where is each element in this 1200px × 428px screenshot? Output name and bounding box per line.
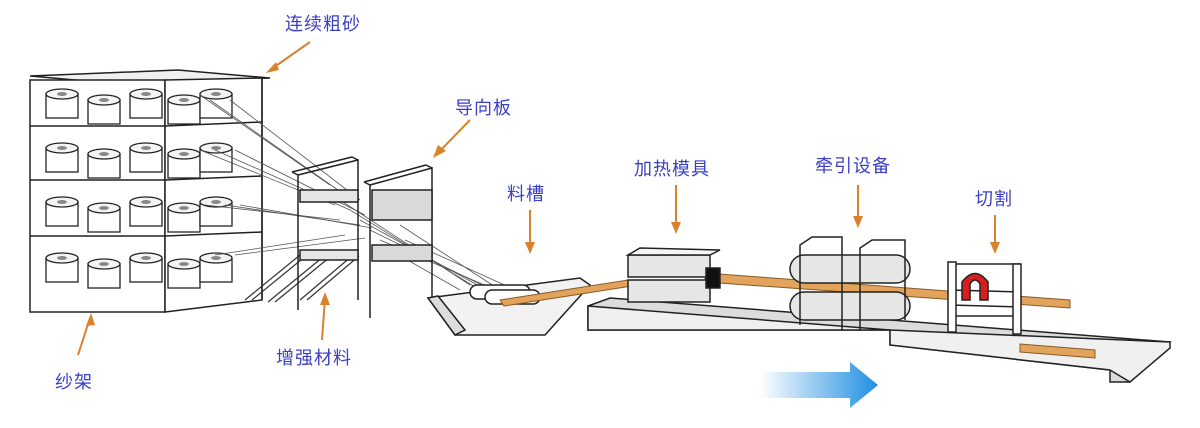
label-continuous-roving: 连续粗砂 [285, 14, 361, 35]
label-cutter: 切割 [975, 189, 1013, 210]
label-resin-bath: 料槽 [507, 184, 545, 205]
roving-spool-core [99, 206, 109, 210]
label-guide-plate: 导向板 [455, 98, 512, 119]
puller [789, 236, 911, 330]
roving-spool-core [211, 146, 221, 150]
roving-spool-core [179, 98, 189, 102]
cut-profile-piece [1019, 343, 1096, 359]
roving-spool-core [141, 200, 151, 204]
roving-spool-core [57, 146, 67, 150]
guide-plates [291, 156, 433, 318]
roving-spool-core [99, 152, 109, 156]
label-heated-die: 加热模具 [634, 159, 710, 180]
roving-spool-core [57, 92, 67, 96]
label-creel: 纱架 [55, 372, 93, 393]
label-reinforcement-material: 增强材料 [276, 348, 352, 369]
roving-spool-core [99, 98, 109, 102]
roving-spool-core [211, 200, 221, 204]
label-puller: 牵引设备 [815, 156, 891, 177]
roving-spool-core [57, 256, 67, 260]
roving-spool-core [141, 256, 151, 260]
arrow-right-icon [760, 362, 878, 408]
roving-spools [45, 88, 233, 289]
roving-spool-core [141, 146, 151, 150]
roving-spool-core [141, 92, 151, 96]
roving-spool-core [211, 92, 221, 96]
roving-spool-core [57, 200, 67, 204]
resin-bath [426, 277, 592, 336]
roving-spool-core [211, 256, 221, 260]
label-leader-arrows [77, 41, 1000, 356]
roving-spool-core [99, 262, 109, 266]
roving-spool-core [179, 206, 189, 210]
cutter [947, 261, 1022, 335]
roving-spool-core [179, 262, 189, 266]
heated-die [625, 247, 721, 303]
roving-spool-core [179, 152, 189, 156]
